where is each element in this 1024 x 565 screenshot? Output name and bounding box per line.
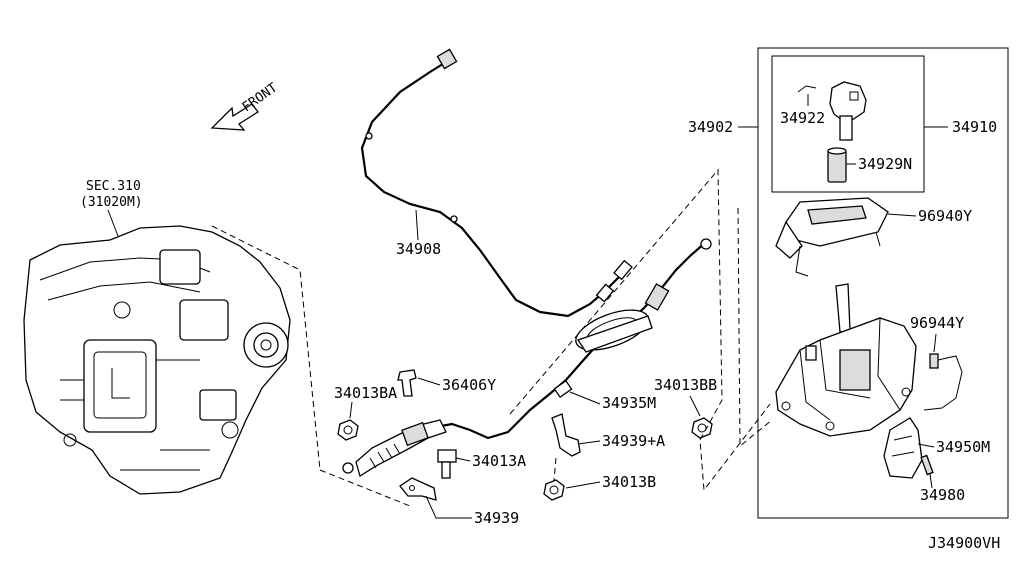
harness-96944Y bbox=[923, 353, 963, 411]
transmission-assembly bbox=[23, 225, 291, 495]
nut-34013B bbox=[543, 479, 565, 501]
indicator-96940Y bbox=[775, 197, 889, 277]
bracket-34950M bbox=[883, 417, 923, 479]
cable-34908 bbox=[360, 48, 633, 318]
transmission-leader bbox=[107, 209, 119, 237]
label-96940Y: 96940Y bbox=[918, 207, 972, 225]
label-34902: 34902 bbox=[688, 118, 733, 136]
selector-assembly-box bbox=[757, 47, 1009, 519]
transmission-sec-label: SEC.310 bbox=[86, 179, 141, 194]
bolt-34013A bbox=[437, 449, 457, 479]
label-34013BA: 34013BA bbox=[334, 384, 397, 402]
knob-subassembly-box bbox=[771, 55, 925, 193]
label-36406Y: 36406Y bbox=[442, 376, 496, 394]
nut-34013BB bbox=[691, 417, 713, 439]
label-34013A: 34013A bbox=[472, 452, 526, 470]
label-96944Y: 96944Y bbox=[910, 314, 964, 332]
label-34939A: 34939+A bbox=[602, 432, 665, 450]
label-34935M: 34935M bbox=[602, 394, 656, 412]
transmission-mount-outline bbox=[211, 225, 321, 471]
cable-34935M bbox=[429, 238, 712, 440]
transmission-part-label: (31020M) bbox=[80, 195, 143, 210]
label-34922: 34922 bbox=[780, 109, 825, 127]
clip-36406Y bbox=[397, 369, 417, 397]
label-34908: 34908 bbox=[396, 240, 441, 258]
label-34980: 34980 bbox=[920, 486, 965, 504]
label-34929N: 34929N bbox=[858, 155, 912, 173]
bracket-34939 bbox=[399, 477, 437, 501]
label-34013BB: 34013BB bbox=[654, 376, 717, 394]
front-arrow-icon bbox=[210, 103, 259, 131]
label-34950M: 34950M bbox=[936, 438, 990, 456]
cable-end-assembly bbox=[342, 419, 447, 478]
clip-34922 bbox=[797, 85, 817, 93]
label-34910: 34910 bbox=[952, 118, 997, 136]
reference-code: J34900VH bbox=[928, 534, 1000, 552]
nut-34013BA bbox=[337, 419, 359, 441]
sleeve-34929N bbox=[827, 147, 847, 183]
selector-mount-outline bbox=[509, 168, 771, 492]
bracket-34939A bbox=[551, 413, 581, 457]
label-34013B: 34013B bbox=[602, 473, 656, 491]
label-34939: 34939 bbox=[474, 509, 519, 527]
pin-34980 bbox=[920, 454, 934, 476]
shift-knob bbox=[829, 81, 867, 141]
selector-base bbox=[775, 283, 917, 437]
front-label: FRONT bbox=[240, 80, 281, 115]
